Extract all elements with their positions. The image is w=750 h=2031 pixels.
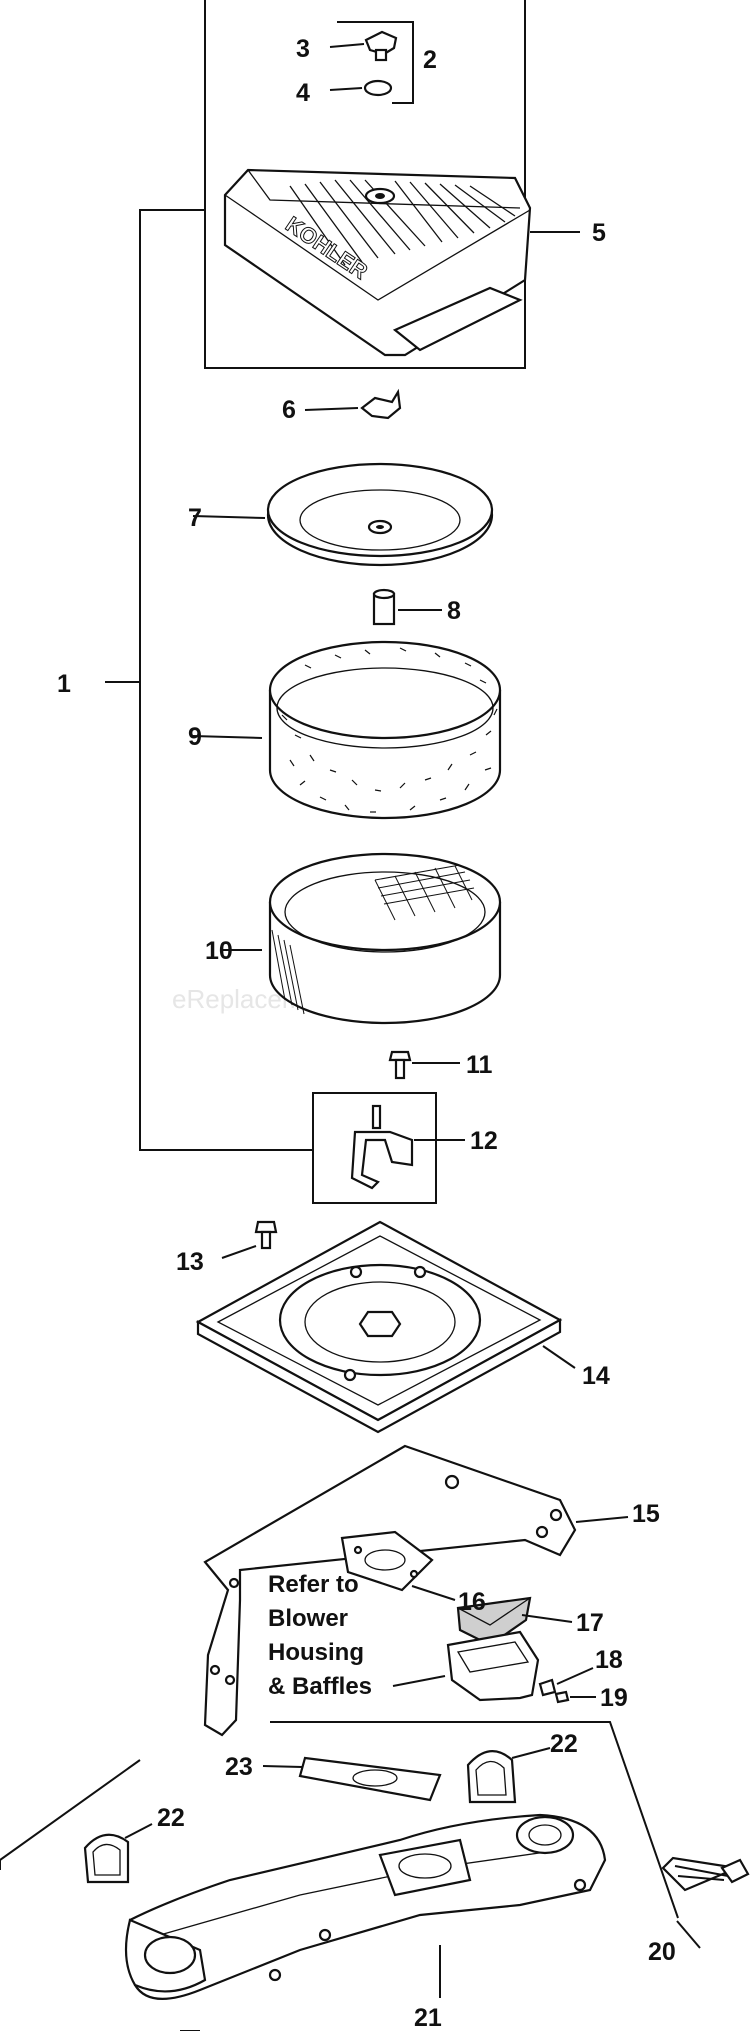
callout-10: 10 <box>205 937 233 965</box>
callout-13: 13 <box>176 1248 204 1276</box>
part-22-gasket-right <box>466 1747 551 1804</box>
precleaner-speckles <box>281 647 498 813</box>
callout-3: 3 <box>296 35 310 63</box>
assembly-bracket <box>105 0 526 1204</box>
part-7-element-cover <box>192 462 494 567</box>
intake-manifold <box>124 1813 607 2000</box>
callout-21: 21 <box>414 2004 442 2031</box>
part-10-paper-element <box>220 852 502 1025</box>
callout-23: 23 <box>225 1753 253 1781</box>
part-11-screw <box>388 1050 460 1080</box>
callout-20: 20 <box>648 1938 676 1966</box>
callout-11: 11 <box>466 1051 493 1079</box>
callout-19: 19 <box>600 1684 628 1712</box>
part-3-knob <box>329 30 398 62</box>
part-15-support <box>203 1444 629 1737</box>
breather-housing <box>392 1630 540 1702</box>
callouts: 1 2 3 4 5 6 7 8 9 10 11 12 13 14 15 16 1… <box>57 35 676 2031</box>
callout-22-right: 22 <box>550 1730 578 1758</box>
note-line-1: Refer to <box>268 1571 359 1598</box>
note-line-2: Blower <box>268 1605 348 1632</box>
part-23-gasket <box>262 1756 442 1802</box>
part-14-base <box>195 1220 576 1434</box>
part-12-bracket <box>350 1104 465 1190</box>
callout-9: 9 <box>188 723 202 751</box>
callout-8: 8 <box>447 597 461 625</box>
part-20-bolt <box>661 1856 750 1949</box>
callout-15: 15 <box>632 1500 660 1528</box>
part-16-gasket <box>340 1530 456 1601</box>
part-19-screw <box>554 1690 596 1704</box>
part-4-o-ring <box>329 79 393 97</box>
part-21-kit-outline <box>0 1721 679 2031</box>
note-line-3: Housing <box>268 1639 364 1666</box>
callout-7: 7 <box>188 504 202 532</box>
part-9-precleaner <box>192 640 502 820</box>
callout-17: 17 <box>576 1609 604 1637</box>
part-18-clip <box>538 1667 594 1697</box>
callout-22-left: 22 <box>157 1804 185 1832</box>
part-5-cover: KOHLER <box>223 168 580 357</box>
part-6-wing-nut <box>304 388 402 420</box>
callout-12: 12 <box>470 1127 498 1155</box>
callout-4: 4 <box>296 79 310 107</box>
callout-6: 6 <box>282 396 296 424</box>
callout-5: 5 <box>592 219 606 247</box>
part-8-spacer <box>372 588 442 626</box>
note-line-4: & Baffles <box>268 1673 372 1700</box>
part-22-gasket-left <box>83 1823 153 1884</box>
callout-18: 18 <box>595 1646 623 1674</box>
callout-1: 1 <box>57 670 71 698</box>
callout-14: 14 <box>582 1362 610 1390</box>
refer-note: Refer to Blower Housing & Baffles <box>268 1571 372 1700</box>
part-17-filter <box>456 1596 573 1647</box>
element-pleats <box>271 864 475 1015</box>
callout-16: 16 <box>458 1588 486 1616</box>
callout-2: 2 <box>423 46 437 74</box>
part-13-screw <box>221 1220 278 1259</box>
